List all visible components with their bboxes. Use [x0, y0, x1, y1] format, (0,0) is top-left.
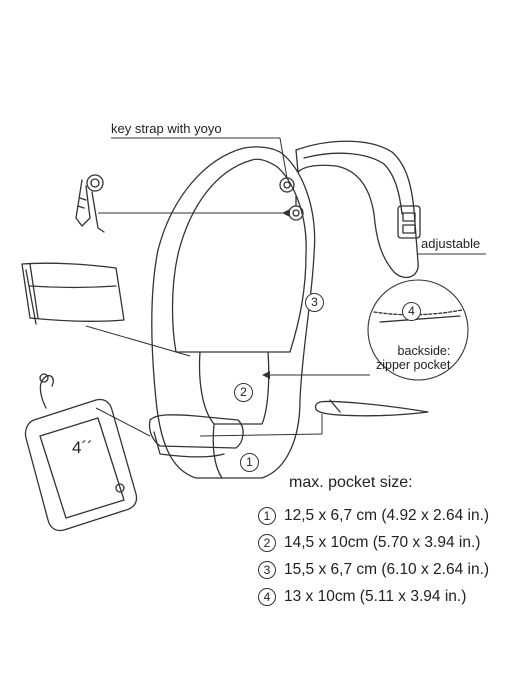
pocket-size-list: max. pocket size: 1 12,5 x 6,7 cm (4.92 …	[258, 474, 528, 610]
strap-buckle	[397, 205, 421, 239]
keys-icon	[75, 174, 105, 233]
backside-label: backside: zipper pocket	[376, 344, 450, 372]
pocket-size-title: max. pocket size:	[289, 474, 413, 491]
shoulder-strap	[295, 140, 419, 279]
pocket-size-number: 2	[258, 533, 276, 552]
backside-label-line2: zipper pocket	[376, 358, 451, 372]
pocket-marker-4: 4	[402, 302, 421, 321]
key-strap-label: key strap with yoyo	[111, 121, 222, 136]
pocket-size-row: 3 15,5 x 6,7 cm (6.10 x 2.64 in.)	[258, 556, 528, 583]
phone-size-label: 4´´	[72, 438, 93, 457]
pocket-marker-2: 2	[234, 383, 253, 402]
adjustable-label: adjustable	[421, 236, 481, 251]
pocket-size-number: 4	[258, 587, 276, 606]
pocket-size-number: 3	[258, 560, 276, 579]
phone-icon	[24, 373, 138, 532]
pen-icon	[314, 399, 429, 417]
front-pocket	[148, 414, 244, 458]
pocket-size-text: 14,5 x 10cm (5.70 x 3.94 in.)	[284, 533, 481, 551]
bag-body	[151, 146, 316, 479]
pocket-size-text: 15,5 x 6,7 cm (6.10 x 2.64 in.)	[284, 560, 490, 578]
pocket-marker-3: 3	[305, 293, 324, 312]
pocket-size-row: 2 14,5 x 10cm (5.70 x 3.94 in.)	[258, 529, 528, 556]
pocket-size-row: 1 12,5 x 6,7 cm (4.92 x 2.64 in.)	[258, 502, 528, 529]
pocket-marker-1: 1	[240, 453, 259, 472]
pocket-size-row: 4 13 x 10cm (5.11 x 3.94 in.)	[258, 583, 528, 610]
pocket-size-text: 13 x 10cm (5.11 x 3.94 in.)	[284, 587, 467, 605]
pocket-size-number: 1	[258, 506, 276, 525]
pocket-size-text: 12,5 x 6,7 cm (4.92 x 2.64 in.)	[284, 506, 490, 524]
wallet-icon	[21, 262, 125, 325]
backside-label-line1: backside:	[397, 344, 451, 358]
